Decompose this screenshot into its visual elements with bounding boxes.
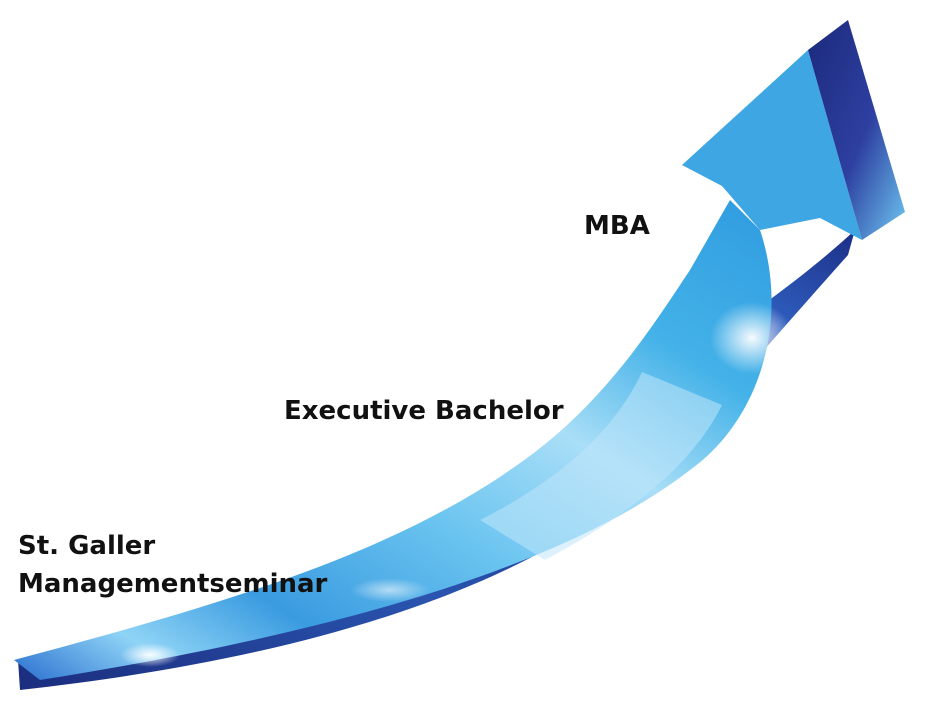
arrow-head-side — [808, 20, 905, 240]
stage-label-mba: MBA — [584, 211, 650, 241]
arrow-highlight-mid — [350, 578, 430, 602]
arrow-segment-band — [480, 372, 722, 560]
stage-label-managementseminar-line2: Managementseminar — [18, 569, 328, 599]
arrow-shadow-edge — [18, 230, 855, 690]
arrow-head — [682, 50, 862, 240]
arrow-highlight-lower — [120, 643, 180, 667]
stage-label-executive-bachelor: Executive Bachelor — [284, 396, 564, 426]
arrow-highlight-upper — [710, 302, 794, 374]
stage-label-managementseminar-line1: St. Galler — [18, 531, 156, 561]
